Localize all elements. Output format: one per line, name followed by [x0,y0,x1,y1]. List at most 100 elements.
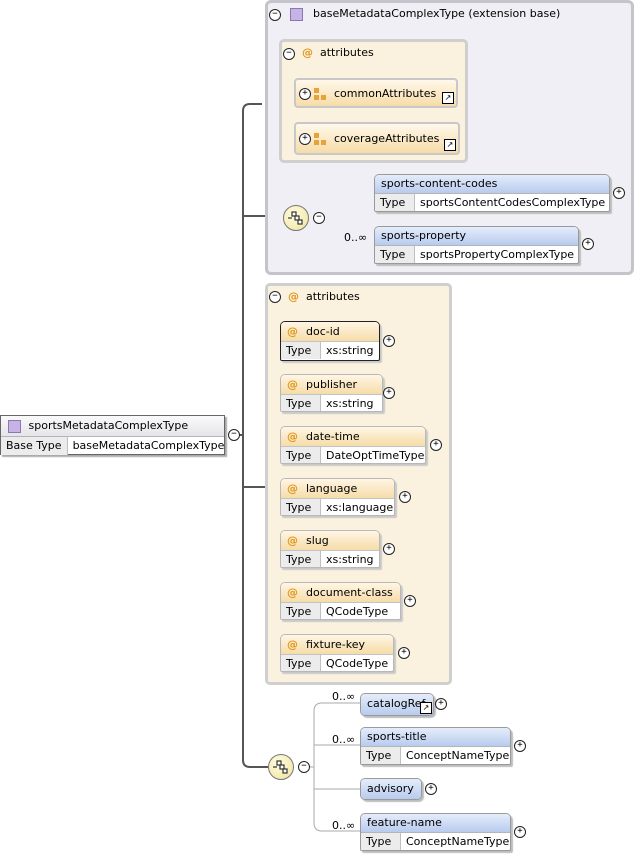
type-value: sportsContentCodesComplexType [420,196,606,209]
base-type-label: Base Type [1,437,68,455]
extension-attributes-toggle[interactable]: − [283,48,295,60]
attributes-label: attributes [306,290,360,303]
type-label: Type [281,342,321,359]
type-label: Type [361,833,401,850]
attribute-group-expand-toggle[interactable]: + [299,133,311,145]
element-expand-toggle[interactable]: + [514,826,526,838]
attribute-expand-toggle[interactable]: + [399,491,411,503]
cardinality-label: 0..∞ [332,819,356,832]
cardinality-label: 0..∞ [344,231,368,244]
type-value: QCodeType [326,657,389,670]
type-value: DateOptTimeType [326,449,425,462]
root-collapse-toggle[interactable]: − [228,429,240,441]
type-value: xs:string [326,553,374,566]
root-complex-type[interactable]: sportsMetadataComplexType Base Type base… [0,415,225,455]
type-label: Type [281,395,321,411]
attribute-icon: @ [287,482,298,495]
element-name: feature-name [361,814,510,832]
type-value: sportsPropertyComplexType [420,248,575,261]
complex-type-icon [8,419,21,433]
element-name: catalogRef [361,694,433,715]
attribute-icon: @ [287,378,298,391]
element-name: sports-content-codes [375,175,609,193]
attribute-group-coverage[interactable]: + coverageAttributes ↗ [294,122,460,155]
attribute-name: language [306,482,358,495]
attribute-publisher[interactable]: @ publisher Type xs:string [280,374,383,412]
element-sports-property[interactable]: sports-property Type sportsPropertyComple… [374,226,579,264]
attribute-expand-toggle[interactable]: + [383,387,395,399]
attribute-name: doc-id [306,325,340,338]
attribute-expand-toggle[interactable]: + [398,647,410,659]
reference-arrow-icon[interactable]: ↗ [442,92,454,104]
sequence-collapse-toggle[interactable]: − [313,212,325,224]
attribute-expand-toggle[interactable]: + [383,543,395,555]
attributes-collapse-toggle[interactable]: − [269,291,281,303]
element-sports-content-codes[interactable]: sports-content-codes Type sportsContentCo… [374,174,610,212]
reference-arrow-icon[interactable]: ↗ [420,702,432,714]
type-value: QCodeType [326,605,389,618]
attribute-group-expand-toggle[interactable]: + [299,88,311,100]
extension-attributes-label: attributes [320,46,374,59]
cardinality-label: 0..∞ [332,690,356,703]
attribute-icon: @ [288,290,299,303]
extension-title: baseMetadataComplexType (extension base) [313,7,561,20]
root-type-name: sportsMetadataComplexType [28,419,189,432]
element-feature-name[interactable]: feature-name Type ConceptNameType [360,813,511,851]
attribute-group-name: commonAttributes [334,87,437,100]
sequence-compositor-icon[interactable] [283,205,309,231]
attribute-doc-id[interactable]: @ doc-id Type xs:string [280,321,380,361]
type-label: Type [281,551,321,567]
attribute-name: document-class [306,586,393,599]
type-value: xs:string [326,344,374,357]
type-label: Type [281,499,321,515]
type-value: xs:language [326,501,394,514]
element-expand-toggle[interactable]: + [613,187,625,199]
attribute-name: fixture-key [306,638,365,651]
base-type-value: baseMetadataComplexType [72,439,225,452]
element-name: advisory [361,779,421,799]
attribute-name: slug [306,534,329,547]
cardinality-label: 0..∞ [332,733,356,746]
root-base-type-row: Base Type baseMetadataComplexType [1,436,224,455]
attribute-icon: @ [287,586,298,599]
element-catalogref[interactable]: catalogRef ↗ [360,693,434,716]
sequence-compositor-icon[interactable] [268,754,294,780]
attribute-language[interactable]: @ language Type xs:language [280,478,395,516]
element-expand-toggle[interactable]: + [582,238,594,250]
attribute-icon: @ [302,46,313,59]
element-expand-toggle[interactable]: + [435,698,447,710]
attribute-icon: @ [287,325,298,338]
attribute-slug[interactable]: @ slug Type xs:string [280,530,380,568]
attribute-expand-toggle[interactable]: + [383,335,395,347]
element-expand-toggle[interactable]: + [425,783,437,795]
type-value: ConceptNameType [406,749,510,762]
complex-type-icon [290,8,303,21]
attribute-name: publisher [306,378,358,391]
attribute-icon: @ [287,638,298,651]
type-label: Type [361,747,401,764]
element-advisory[interactable]: advisory [360,778,422,800]
attribute-fixture-key[interactable]: @ fixture-key Type QCodeType [280,634,394,672]
attribute-name: date-time [306,430,360,443]
root-type-header: sportsMetadataComplexType [1,416,224,436]
type-label: Type [281,655,321,671]
sequence-collapse-toggle[interactable]: − [298,761,310,773]
extension-collapse-toggle[interactable]: − [269,9,281,21]
type-label: Type [375,194,415,211]
attribute-group-icon [314,88,326,100]
attribute-expand-toggle[interactable]: + [404,595,416,607]
type-value: ConceptNameType [406,835,510,848]
element-name: sports-property [375,227,578,245]
attribute-icon: @ [287,534,298,547]
attribute-expand-toggle[interactable]: + [430,439,442,451]
attribute-group-common[interactable]: + commonAttributes ↗ [294,78,458,108]
type-label: Type [281,447,321,463]
element-expand-toggle[interactable]: + [514,740,526,752]
type-value: xs:string [326,397,374,410]
type-label: Type [375,246,415,263]
reference-arrow-icon[interactable]: ↗ [444,139,456,151]
attribute-group-name: coverageAttributes [334,132,440,145]
